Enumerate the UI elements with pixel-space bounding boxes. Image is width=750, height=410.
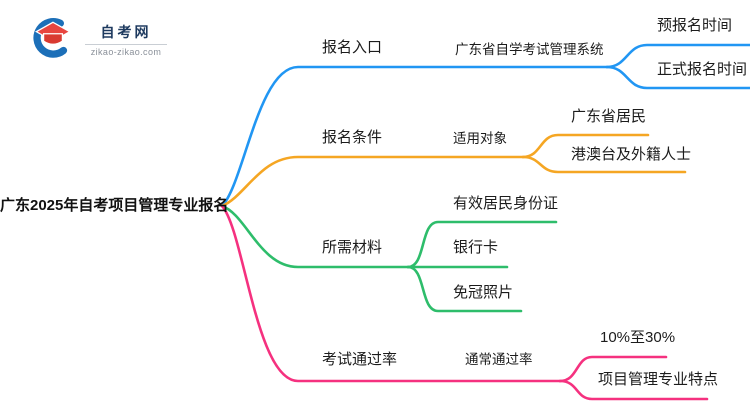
leaf-pre-registration-time: 预报名时间 (657, 17, 733, 34)
branch-required-materials: 所需材料 (322, 239, 383, 256)
site-logo: 自考网 zikao-zikao.com (30, 18, 167, 60)
leaf-official-registration-time: 正式报名时间 (657, 61, 748, 78)
leaf-pass-rate-10-to-30-percent: 10%至30% (600, 329, 676, 346)
branch-lines-signup-conditions (220, 133, 687, 208)
branch-lines-pass-rate (220, 204, 709, 401)
logo-text-block: 自考网 zikao-zikao.com (85, 22, 167, 57)
node-applicable-targets: 适用对象 (453, 131, 507, 146)
branch-lines-required-materials (220, 204, 558, 313)
branch-signup-conditions: 报名条件 (322, 129, 383, 146)
graduation-cap-icon (33, 18, 72, 58)
leaf-valid-resident-id-card: 有效居民身份证 (453, 195, 559, 212)
leaf-bareheaded-photo: 免冠照片 (453, 284, 514, 301)
root-topic: 广东2025年自考项目管理专业报名 (0, 197, 229, 214)
leaf-bank-card: 银行卡 (453, 239, 499, 256)
branch-lines-signup-entry (220, 43, 750, 208)
branch-signup-entry: 报名入口 (322, 39, 383, 56)
leaf-hk-mo-tw-foreign-persons: 港澳台及外籍人士 (571, 146, 692, 163)
leaf-pm-major-characteristics: 项目管理专业特点 (598, 371, 719, 388)
node-usual-pass-rate: 通常通过率 (465, 352, 533, 367)
branch-exam-pass-rate: 考试通过率 (322, 351, 398, 368)
logo-divider (85, 43, 167, 45)
logo-domain: zikao-zikao.com (90, 46, 162, 57)
leaf-guangdong-residents: 广东省居民 (571, 108, 647, 125)
node-gd-selfstudy-exam-system: 广东省自学考试管理系统 (455, 42, 604, 57)
logo-title: 自考网 (100, 23, 152, 40)
